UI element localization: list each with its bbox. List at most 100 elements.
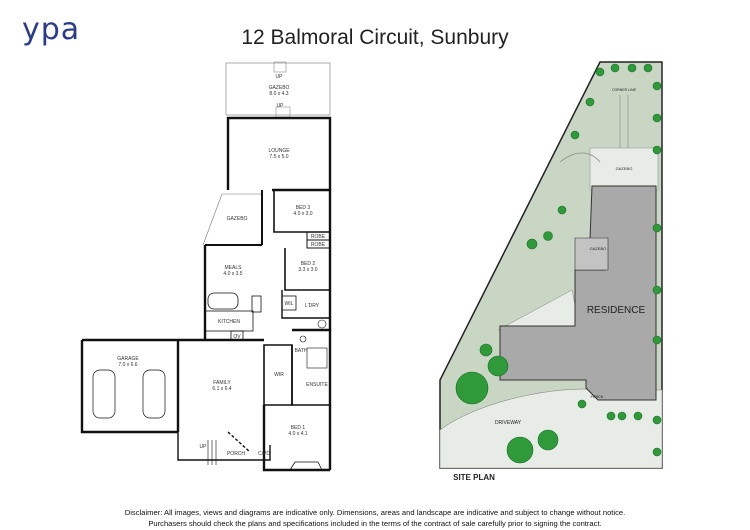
- brand-logo: ypa: [22, 12, 81, 47]
- room-lounge-size: 7.5 x 5.0: [269, 154, 288, 160]
- room-bed3-name: BED 3: [296, 205, 311, 211]
- bed1-bay-window: [289, 461, 323, 471]
- room-bed3-size: 4.0 x 3.0: [293, 211, 312, 217]
- tree-small-15: [652, 285, 662, 295]
- tree-small-1: [479, 343, 493, 357]
- room-porch-name: PORCH: [227, 451, 245, 457]
- tree-small-3: [543, 231, 553, 241]
- room-bath-name: BATH: [295, 348, 308, 354]
- room-bed2-name: BED 2: [301, 261, 316, 267]
- rear-paving: [589, 147, 659, 191]
- pantry: [251, 295, 262, 313]
- room-robe1-name: ROBE: [311, 234, 326, 240]
- family-walls: [176, 338, 264, 432]
- room-meals-size: 4.0 x 3.5: [223, 271, 242, 277]
- tree-large-4: [537, 429, 559, 451]
- room-bed2-size: 3.3 x 3.0: [298, 267, 317, 273]
- tree-small-2: [526, 238, 538, 250]
- bath-basin: [299, 335, 307, 343]
- trees: [455, 63, 662, 464]
- meals-walls: [205, 190, 263, 246]
- tree-small-11: [652, 81, 662, 91]
- floor-plan: [80, 61, 332, 472]
- tree-small-20: [606, 411, 616, 421]
- lounge-walls: [226, 116, 332, 190]
- garage-walls: [80, 338, 178, 434]
- room-ensuite-name: ENSUITE: [306, 382, 328, 388]
- site-gazebo-rear-label: GAZEBO: [616, 166, 633, 171]
- bed1-walls: [262, 405, 330, 472]
- corner-pergola: [619, 95, 629, 148]
- room-kitchen-name: KITCHEN: [218, 319, 240, 325]
- bath-tub: [306, 347, 328, 369]
- tree-small-13: [652, 145, 662, 155]
- tree-small-6: [585, 97, 595, 107]
- room-gazebo-rear-name: GAZEBO: [269, 85, 290, 91]
- tree-small-22: [633, 411, 643, 421]
- room-lounge-name: LOUNGE: [268, 148, 290, 154]
- tree-small-8: [610, 63, 620, 73]
- room-robe2-name: ROBE: [311, 242, 326, 248]
- room-garage-size: 7.0 x 6.6: [118, 362, 137, 368]
- room-garage-name: GARAGE: [117, 356, 139, 362]
- site-gazebo-side: [574, 237, 609, 271]
- tree-large-3: [506, 436, 534, 464]
- bath-east-wall: [292, 328, 332, 470]
- room-family-name: FAMILY: [213, 380, 231, 386]
- up-label-2: UP: [277, 103, 285, 109]
- tree-small-4: [557, 205, 567, 215]
- tree-small-9: [627, 63, 637, 73]
- tree-small-19: [577, 399, 587, 409]
- wil-outline: [281, 295, 297, 311]
- kitchen-bench: [204, 310, 254, 332]
- room-family-size: 6.1 x 6.4: [212, 386, 231, 392]
- room-wir-name: WIR: [274, 372, 284, 378]
- gazebo-steps: [273, 61, 287, 73]
- tree-small-12: [652, 113, 662, 123]
- up-label-3: UP: [200, 444, 208, 450]
- tree-small-16: [652, 335, 662, 345]
- site-corner-label: CORNER LINE: [612, 88, 637, 92]
- bedrooms-east-wall: [272, 188, 332, 330]
- laundry-trough: [317, 319, 327, 329]
- site-plan: RESIDENCE GAZEBO GAZEBO CORNER LINE DRIV…: [439, 61, 663, 482]
- tree-small-5: [570, 130, 580, 140]
- room-bed1-name: BED 1: [291, 425, 306, 431]
- disclaimer-line-1: Disclaimer: All images, views and diagra…: [124, 508, 626, 517]
- room-gazebo-side-name: GAZEBO: [227, 216, 248, 222]
- car-2: [142, 369, 166, 419]
- site-porch-label: PORCH: [591, 395, 604, 399]
- room-gazebo-rear-size: 8.0 x 4.3: [269, 91, 288, 97]
- robe2-outline: [306, 239, 331, 249]
- tree-large-1: [455, 371, 489, 405]
- room-cpd-name: C/PD: [258, 451, 270, 457]
- tree-small-17: [652, 415, 662, 425]
- site-driveway-label: DRIVEWAY: [495, 420, 522, 426]
- tree-small-21: [617, 411, 627, 421]
- car-1: [92, 369, 116, 419]
- porch-walls: [177, 432, 271, 461]
- property-title: 12 Balmoral Circuit, Sunbury: [241, 26, 509, 49]
- entry-door: [227, 431, 251, 453]
- bed2-walls: [284, 248, 330, 291]
- room-ov-name: OV: [233, 334, 241, 340]
- tree-small-18: [652, 447, 662, 457]
- tree-large-2: [487, 355, 509, 377]
- kitchen-island: [207, 292, 239, 310]
- site-plan-heading: SITE PLAN: [453, 473, 495, 482]
- porch-steps: [207, 440, 217, 465]
- disclaimer-line-2: Purchasers should check the plans and sp…: [148, 519, 602, 528]
- room-ldry-name: L'DRY: [305, 303, 320, 309]
- room-wil-name: WIL: [285, 301, 294, 307]
- ensuite-walls: [291, 345, 330, 406]
- tree-small-7: [595, 67, 605, 77]
- floor-plan-labels: UP GAZEBO 8.0 x 4.3 UP LOUNGE 7.5 x 5.0 …: [117, 74, 328, 457]
- tree-small-10: [643, 63, 653, 73]
- room-meals-name: MEALS: [225, 265, 243, 271]
- disclaimer: Disclaimer: All images, views and diagra…: [0, 507, 750, 529]
- site-residence-label: RESIDENCE: [587, 305, 646, 316]
- tree-small-14: [652, 223, 662, 233]
- gazebo-rear-outline: [225, 62, 331, 116]
- site-gazebo-side-label: GAZEBO: [590, 246, 607, 251]
